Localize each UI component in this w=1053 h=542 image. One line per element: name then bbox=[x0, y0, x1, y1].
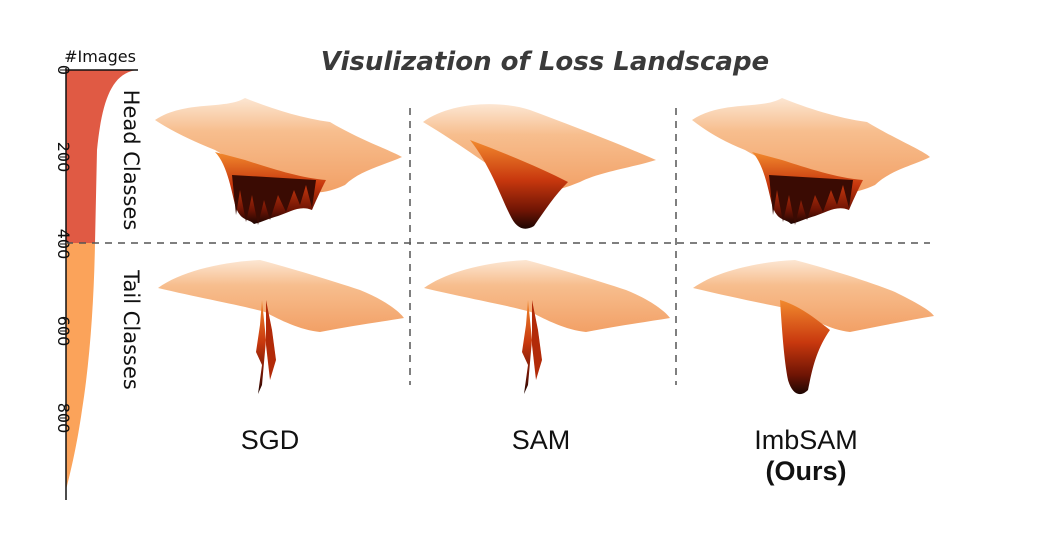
row-label-tail: Tail Classes bbox=[119, 269, 143, 390]
histogram-ticks: 0 200 400 600 800 bbox=[54, 65, 73, 433]
landscape-head-sgd bbox=[155, 98, 402, 225]
histogram-axis-label: #Images bbox=[64, 47, 136, 66]
method-label-sam: SAM bbox=[512, 425, 571, 455]
tick-label: 800 bbox=[54, 403, 73, 434]
method-label-sgd: SGD bbox=[241, 425, 300, 455]
class-histogram: #Images 0 200 400 600 800 bbox=[54, 47, 138, 500]
head-bar bbox=[66, 70, 138, 243]
landscape-head-sam bbox=[423, 104, 656, 229]
tick-label: 200 bbox=[54, 142, 73, 173]
landscape-tail-imbsam bbox=[693, 260, 934, 395]
landscape-tail-sgd bbox=[158, 260, 404, 394]
tick-label: 0 bbox=[54, 65, 73, 75]
tick-label: 400 bbox=[54, 229, 73, 260]
landscape-head-imbsam bbox=[692, 98, 930, 225]
method-label-imbsam: ImbSAM bbox=[754, 425, 858, 455]
landscape-tail-sam bbox=[424, 260, 670, 394]
tick-label: 600 bbox=[54, 316, 73, 347]
figure-title: Visulization of Loss Landscape bbox=[321, 47, 769, 77]
tail-bar bbox=[66, 243, 95, 490]
row-label-head: Head Classes bbox=[119, 90, 143, 231]
method-sublabel-ours: (Ours) bbox=[766, 456, 847, 486]
